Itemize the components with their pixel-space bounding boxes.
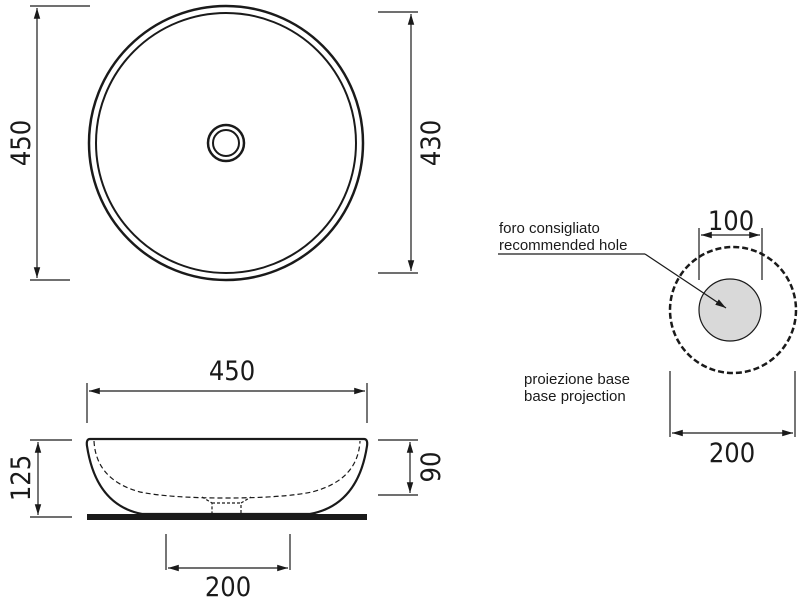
hole-label-it: foro consigliato <box>499 220 600 237</box>
base-label-it: proiezione base <box>524 371 630 388</box>
basin-inner-rim <box>95 12 357 274</box>
dimension-outer-diameter: 450 <box>6 5 90 281</box>
drain-inner <box>212 129 240 157</box>
dim-label-450-top: 450 <box>6 120 37 166</box>
dim-label-200-base: 200 <box>709 438 755 469</box>
dim-label-125: 125 <box>6 455 37 501</box>
basin-outer-rim <box>87 4 365 282</box>
base-label-en: base projection <box>524 388 626 405</box>
dimension-base-width: 200 <box>165 534 291 600</box>
dim-label-100: 100 <box>708 206 754 237</box>
basin-inner-dashed <box>93 440 361 499</box>
leader-line <box>644 253 727 309</box>
dim-label-90: 90 <box>416 452 447 483</box>
hole-label-en: recommended hole <box>499 237 627 254</box>
drain-outer <box>206 123 246 163</box>
recommended-hole-circle <box>698 278 762 342</box>
dimension-base: 200 <box>669 371 796 469</box>
dimension-height: 125 <box>6 439 72 518</box>
dim-label-200-side: 200 <box>205 572 251 600</box>
base-projection-circle <box>668 245 798 375</box>
dim-label-430: 430 <box>416 120 447 166</box>
dimension-width: 450 <box>86 356 368 423</box>
dimension-inner-diameter: 430 <box>378 11 447 274</box>
dimension-depth: 90 <box>378 439 447 496</box>
top-view: 450 430 <box>6 4 447 282</box>
drain-dashed <box>201 496 252 513</box>
base-detail: 100 foro consigliato recommended hole pr… <box>498 206 798 469</box>
countertop <box>87 514 367 520</box>
dimension-hole: 100 <box>698 206 763 280</box>
side-view: 450 125 90 200 <box>6 356 447 600</box>
dim-label-450-side: 450 <box>209 356 255 387</box>
